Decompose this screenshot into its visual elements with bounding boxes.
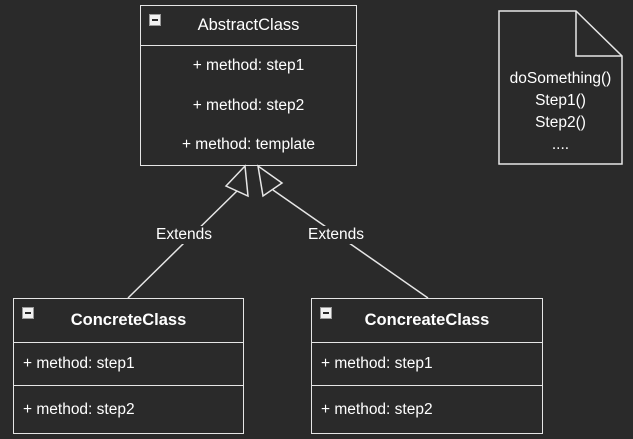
method-label: + method: step2 [192, 97, 305, 114]
note-text: doSomething() Step1() Step2() .... [498, 68, 623, 156]
concrete-left-method-step1[interactable]: + method: step1 [14, 343, 243, 386]
concrete-class-left-header[interactable]: ConcreteClass [14, 299, 243, 343]
method-label: + method: step1 [321, 355, 433, 372]
note-line-ellipsis: .... [551, 136, 570, 153]
abstract-class-name: AbstractClass [197, 16, 300, 34]
concrete-left-method-step2[interactable]: + method: step2 [14, 386, 243, 433]
extends-label-left: Extends [154, 226, 215, 244]
method-label: + method: template [181, 136, 316, 153]
note-fold [575, 11, 622, 57]
inheritance-arrowhead-right [256, 164, 284, 198]
concrete-right-method-step1[interactable]: + method: step1 [312, 343, 542, 386]
abstract-class-header[interactable]: AbstractClass [141, 6, 356, 46]
method-label: + method: step2 [23, 400, 135, 418]
abstract-method-step2[interactable]: + method: step2 [141, 86, 356, 126]
concrete-class-right-box[interactable]: ConcreateClass + method: step1 + method:… [311, 298, 543, 434]
method-label: + method: step2 [321, 400, 433, 418]
note-shape [498, 10, 623, 165]
note-line-dosomething: doSomething() [509, 70, 612, 87]
concrete-class-left-box[interactable]: ConcreteClass + method: step1 + method: … [13, 298, 244, 434]
method-label: + method: step1 [192, 57, 305, 74]
inheritance-arrowhead-left [224, 164, 249, 198]
abstract-method-template[interactable]: + method: template [141, 126, 356, 164]
collapse-icon[interactable] [320, 307, 332, 319]
collapse-icon[interactable] [22, 307, 34, 319]
collapse-icon[interactable] [149, 14, 161, 26]
extends-label-right: Extends [306, 226, 367, 244]
note-line-step1: Step1() [535, 92, 586, 109]
concrete-class-right-name: ConcreateClass [364, 311, 490, 329]
abstract-method-step1[interactable]: + method: step1 [141, 46, 356, 86]
method-label: + method: step1 [23, 355, 135, 372]
template-note[interactable]: doSomething() Step1() Step2() .... [498, 10, 623, 165]
abstract-class-box[interactable]: AbstractClass + method: step1 + method: … [140, 5, 357, 166]
note-line-step2: Step2() [535, 114, 586, 131]
concrete-right-method-step2[interactable]: + method: step2 [312, 386, 542, 433]
extends-edge-left [127, 189, 239, 299]
concrete-class-right-header[interactable]: ConcreateClass [312, 299, 542, 343]
extends-edge-right [272, 189, 429, 299]
concrete-class-left-name: ConcreteClass [70, 311, 187, 329]
